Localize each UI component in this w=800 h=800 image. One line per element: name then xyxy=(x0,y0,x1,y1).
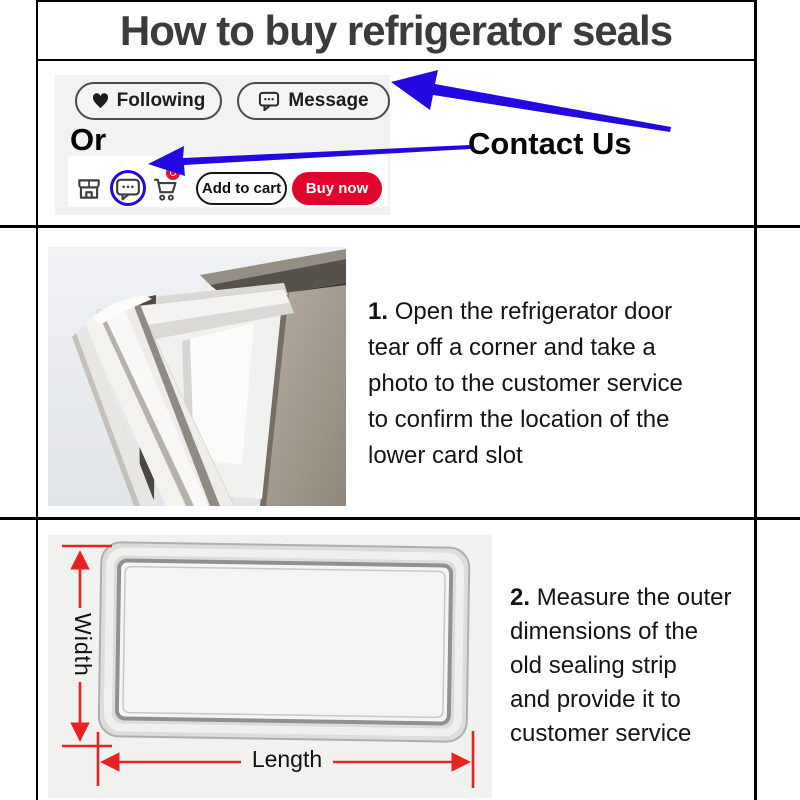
step-1-number: 1. xyxy=(368,298,389,325)
step-1-line-4: to confirm the location of the xyxy=(368,406,670,433)
blue-circle-annotation xyxy=(110,170,146,206)
top-border xyxy=(36,0,757,2)
seal-measurement-diagram: Width Length xyxy=(48,535,492,798)
buy-now-button[interactable]: Buy now xyxy=(292,172,382,205)
add-to-cart-label: Add to cart xyxy=(201,180,282,197)
seal-frame-graphic xyxy=(97,541,471,743)
or-label: Or xyxy=(70,122,107,157)
step-2-line-3: old sealing strip xyxy=(510,652,677,679)
title-divider xyxy=(36,59,757,61)
fridge-door-seal-photo xyxy=(48,247,346,507)
step-1-line-3: photo to the customer service xyxy=(368,370,683,397)
following-button[interactable]: Following xyxy=(75,82,222,120)
step-2-line-4: and provide it to xyxy=(510,686,681,713)
section-divider-1 xyxy=(0,225,800,228)
buy-now-label: Buy now xyxy=(305,180,369,197)
step-2-line-5: customer service xyxy=(510,720,692,747)
left-border xyxy=(36,0,38,800)
step-2-number: 2. xyxy=(510,584,531,611)
step-1-line-1: 1. Open the refrigerator door xyxy=(368,298,673,325)
message-button[interactable]: Message xyxy=(237,82,390,120)
cart-badge xyxy=(166,166,180,180)
chat-bubble-icon xyxy=(259,91,280,111)
heart-icon xyxy=(92,93,108,109)
add-to-cart-button[interactable]: Add to cart xyxy=(196,172,287,205)
arrow-to-message-icon xyxy=(391,70,671,132)
step-1-line-2: tear off a corner and take a xyxy=(368,334,656,361)
following-label: Following xyxy=(116,90,206,111)
page-title: How to buy refrigerator seals xyxy=(119,7,673,54)
right-border xyxy=(754,0,757,800)
storefront-icon[interactable] xyxy=(74,174,104,204)
cart-icon[interactable] xyxy=(151,174,181,204)
step-2-text: 2. Measure the outer dimensions of the o… xyxy=(510,581,756,751)
step-2-line-1: 2. Measure the outer xyxy=(510,584,732,611)
section-divider-2 xyxy=(0,517,800,520)
width-label: Width xyxy=(67,608,98,682)
step-1-text: 1. Open the refrigerator door tear off a… xyxy=(368,294,756,474)
contact-us-label: Contact Us xyxy=(468,126,632,161)
step-1-line-5: lower card slot xyxy=(368,442,523,469)
step-2-line-2: dimensions of the xyxy=(510,618,699,645)
length-label: Length xyxy=(241,744,333,775)
message-label: Message xyxy=(288,90,369,111)
